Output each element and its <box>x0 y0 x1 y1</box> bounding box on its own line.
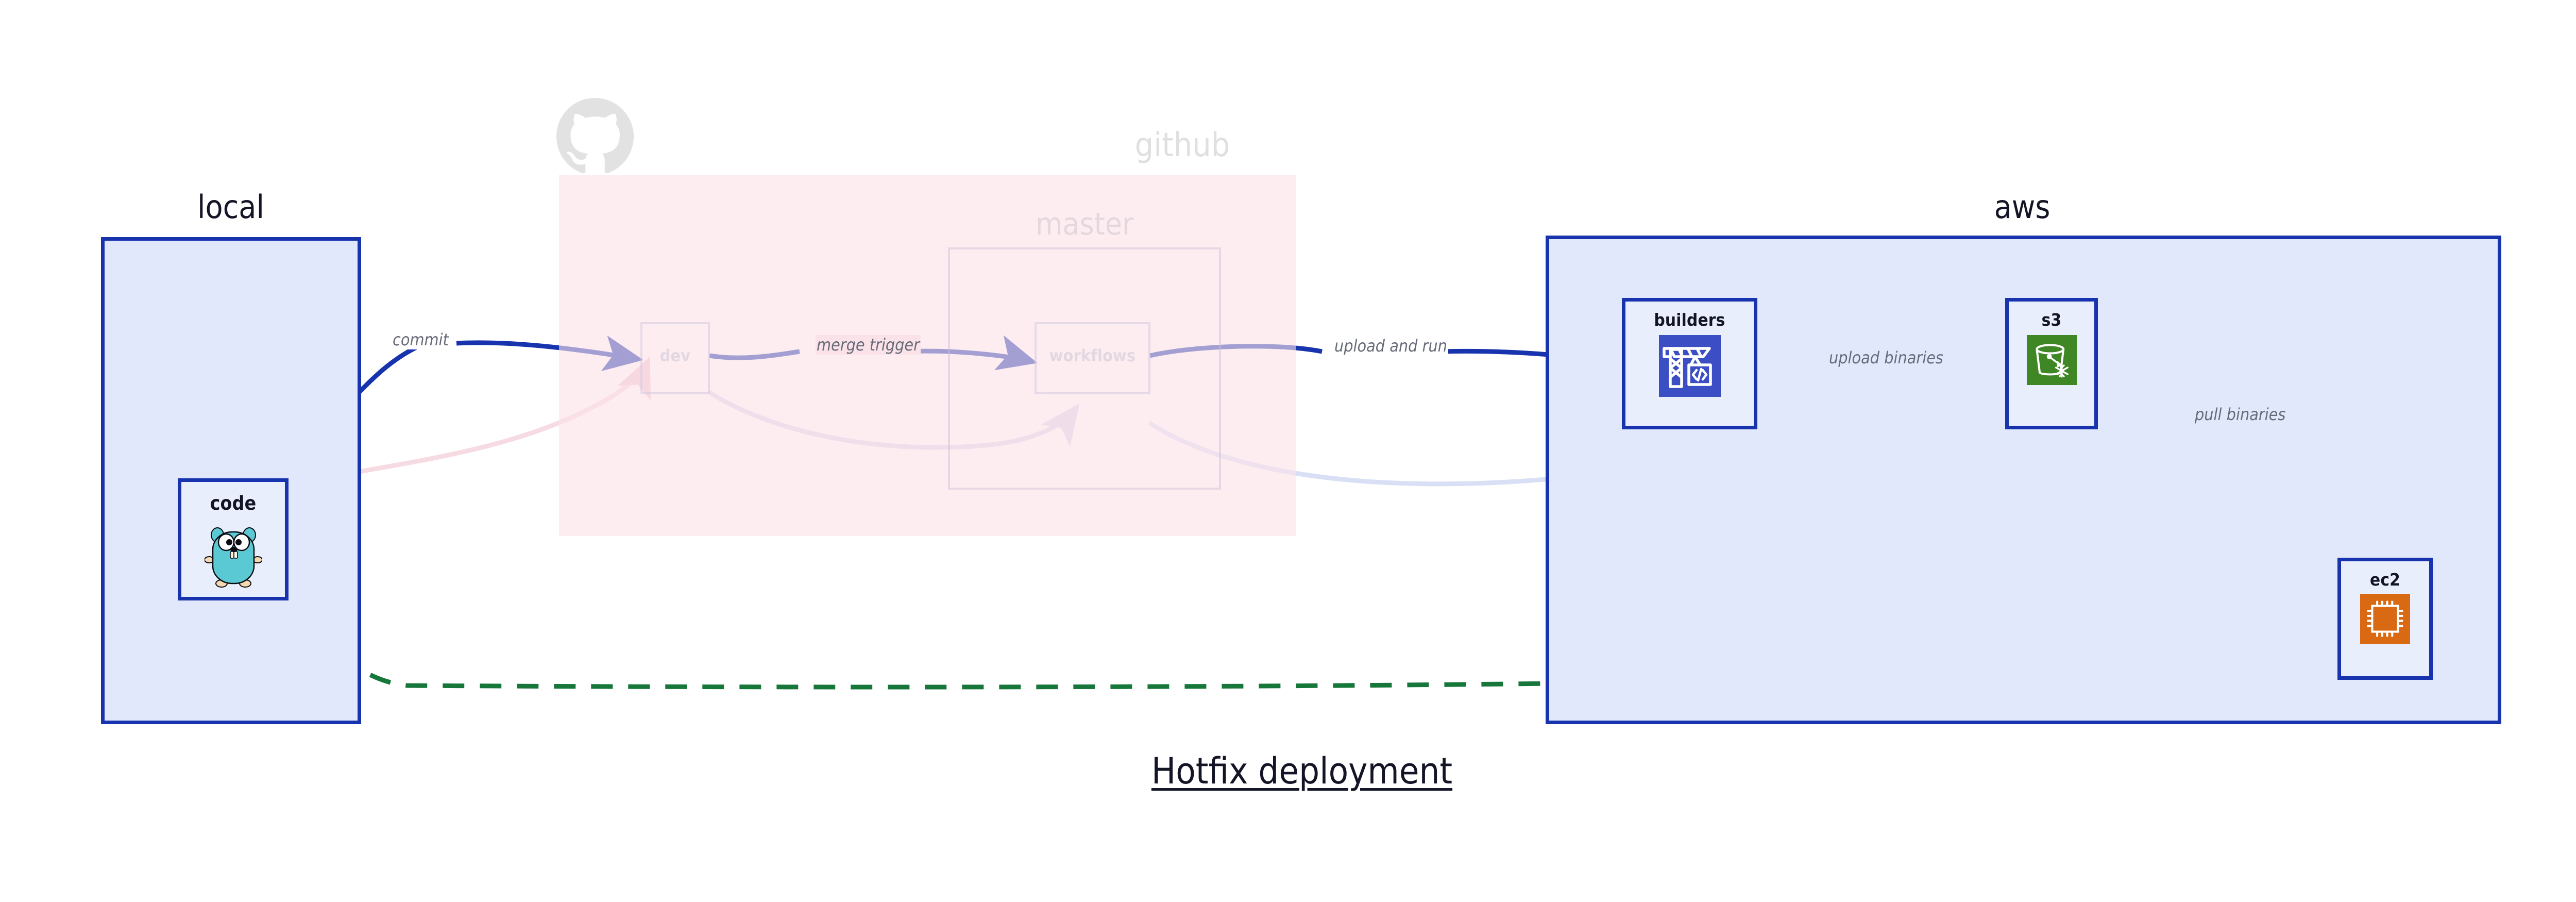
cluster-title-master: master <box>1035 206 1134 242</box>
cluster-github <box>559 175 1296 536</box>
node-workflows-label: workflows <box>1049 346 1136 365</box>
node-code-label: code <box>210 492 257 514</box>
edge-label-upload-and-run: upload and run <box>1333 336 1448 356</box>
go-gopher-icon <box>204 522 262 588</box>
node-ec2-label: ec2 <box>2370 570 2400 590</box>
node-s3-label: s3 <box>2041 310 2062 330</box>
cluster-master <box>948 247 1221 490</box>
github-octocat-logo <box>556 98 634 175</box>
cluster-title-local: local <box>197 188 264 226</box>
diagram-title: Hotfix deployment <box>1151 750 1453 792</box>
aws-crane-builder-icon <box>1658 335 1721 397</box>
node-dev-label: dev <box>659 346 691 365</box>
cluster-title-aws: aws <box>1994 188 2050 226</box>
edge-label-upload-binaries: upload binaries <box>1828 348 1944 368</box>
node-builders-label: builders <box>1654 310 1725 330</box>
node-workflows[interactable]: workflows <box>1035 322 1150 394</box>
node-ec2[interactable]: ec2 <box>2337 558 2433 680</box>
node-code[interactable]: code <box>178 478 289 600</box>
edge-label-commit: commit <box>392 330 450 349</box>
node-dev[interactable]: dev <box>640 322 710 394</box>
edge-label-pull-binaries: pull binaries <box>2194 405 2287 424</box>
node-builders[interactable]: builders <box>1622 298 1757 429</box>
cluster-title-github: github <box>1134 126 1230 164</box>
node-s3[interactable]: s3 <box>2005 298 2098 429</box>
edge-label-merge-trigger: merge trigger <box>816 335 921 355</box>
aws-s3-glacier-bucket-icon <box>2026 335 2077 385</box>
aws-ec2-cpu-chip-icon <box>2360 594 2410 644</box>
